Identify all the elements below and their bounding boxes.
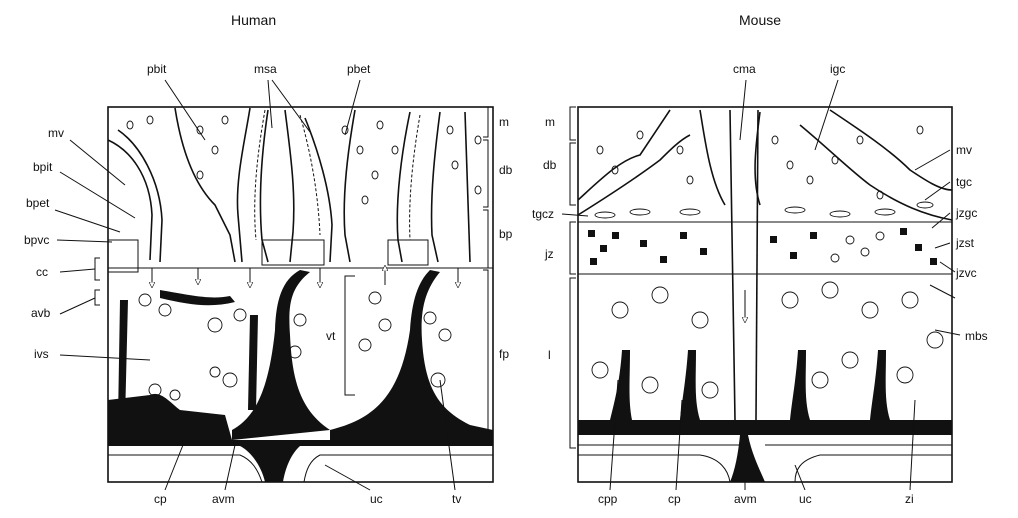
label-db: db <box>499 163 513 177</box>
human-cell-columns <box>108 240 428 272</box>
label-cma: cma <box>733 62 756 76</box>
label-mouse-m: m <box>545 115 555 129</box>
label-bpit: bpit <box>33 160 53 174</box>
label-ivs: ivs <box>34 347 49 361</box>
mouse-labyrinth <box>578 282 952 482</box>
label-mouse-cp: cp <box>668 492 681 506</box>
label-vt: vt <box>326 329 336 343</box>
label-tv: tv <box>452 492 461 506</box>
human-chorion-line <box>108 455 262 482</box>
label-igc: igc <box>830 62 845 76</box>
mouse-decidua-curve <box>578 110 670 200</box>
mouse-central-artery-left <box>730 110 735 420</box>
label-bp: bp <box>499 227 513 241</box>
human-vt-bracket <box>345 276 355 395</box>
mouse-layer-scale <box>570 107 576 448</box>
label-pbet: pbet <box>347 62 371 76</box>
label-cp: cp <box>154 492 167 506</box>
human-layer-scale <box>483 107 488 440</box>
label-mouse-mv: mv <box>956 143 972 157</box>
human-decidual-cells <box>127 116 481 204</box>
label-l: l <box>548 348 551 362</box>
label-bpet: bpet <box>26 196 50 210</box>
label-cc: cc <box>36 265 48 279</box>
label-m: m <box>499 115 509 129</box>
label-cpp: cpp <box>598 492 618 506</box>
label-bpvc: bpvc <box>24 233 49 247</box>
label-msa: msa <box>254 62 277 76</box>
label-zi: zi <box>905 492 914 506</box>
label-avm: avm <box>212 492 235 506</box>
human-panel: pbit msa pbet mv bpit bpet bpvc cc avb i… <box>24 62 513 506</box>
human-flow-arrows <box>152 268 458 285</box>
human-avb-bracket <box>95 290 100 305</box>
label-uc: uc <box>370 492 383 506</box>
label-avb: avb <box>31 306 51 320</box>
mouse-decidua-curve-right <box>800 125 952 220</box>
label-mbs: mbs <box>965 329 988 343</box>
mouse-junctional-zone <box>578 222 952 274</box>
human-cc-bracket <box>95 258 100 280</box>
human-villus-left <box>108 140 152 260</box>
label-mouse-avm: avm <box>734 492 757 506</box>
human-villus-mid <box>175 108 235 262</box>
label-pbit: pbit <box>147 62 167 76</box>
mouse-junctional-cells <box>588 228 937 265</box>
label-jzvc: jzvc <box>955 266 977 280</box>
label-tgc: tgc <box>956 175 972 189</box>
human-villous-trees <box>108 270 493 482</box>
label-fp: fp <box>499 347 509 361</box>
human-septum-left <box>260 110 268 262</box>
label-mv: mv <box>48 126 64 140</box>
label-jzst: jzst <box>955 236 975 250</box>
mouse-panel: cma igc m db tgcz jz l mv tgc jzgc jzst … <box>532 62 988 506</box>
label-mouse-db: db <box>543 158 557 172</box>
mouse-giant-cells <box>595 202 933 218</box>
label-tgcz: tgcz <box>532 207 554 221</box>
label-jzgc: jzgc <box>955 206 977 220</box>
mouse-central-artery-right <box>756 110 758 420</box>
label-mouse-uc: uc <box>799 492 812 506</box>
label-jz: jz <box>544 247 554 261</box>
